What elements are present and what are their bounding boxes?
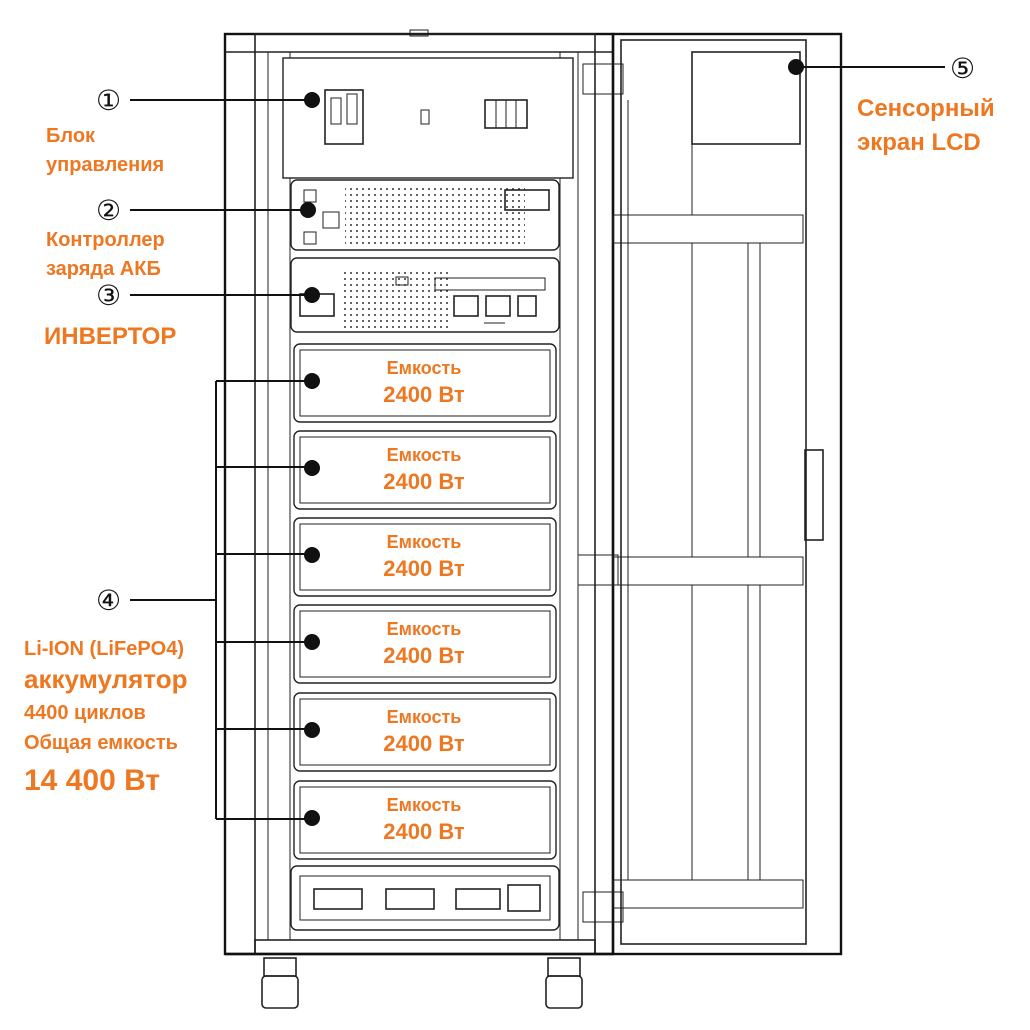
callout-4-number: ④ — [96, 584, 121, 617]
control-unit-label-line1: Блок — [46, 125, 96, 147]
battery-capacity-label: Емкость — [387, 619, 462, 639]
battery-label-line2: аккумулятор — [24, 664, 187, 694]
battery-capacity-label: Емкость — [387, 532, 462, 552]
battery-label-line1: Li-ION (LiFePO4) — [24, 638, 184, 660]
lcd-label-line1: Сенсорный — [857, 95, 995, 122]
terminal-unit — [290, 865, 560, 931]
battery-capacity-value: 2400 Вт — [383, 643, 465, 668]
inverter-label: ИНВЕРТОР — [44, 323, 176, 350]
battery-module: Емкость 2400 Вт — [293, 430, 557, 510]
battery-label-line5: 14 400 Вт — [24, 764, 160, 797]
casters — [261, 957, 583, 1009]
battery-capacity-label: Емкость — [387, 795, 462, 815]
battery-capacity-value: 2400 Вт — [383, 556, 465, 581]
battery-capacity-label: Емкость — [387, 358, 462, 378]
battery-module: Емкость 2400 Вт — [293, 780, 557, 860]
charge-controller-label-line1: Контроллер — [46, 229, 165, 251]
control-unit-label-line2: управления — [46, 154, 164, 176]
lcd-label-line2: экран LCD — [857, 129, 981, 156]
battery-capacity-label: Емкость — [387, 707, 462, 727]
battery-capacity-value: 2400 Вт — [383, 819, 465, 844]
battery-capacity-value: 2400 Вт — [383, 469, 465, 494]
charge-controller-label-line2: заряда АКБ — [46, 258, 161, 280]
leader-lines — [130, 59, 945, 820]
callout-3-number: ③ — [96, 279, 121, 312]
battery-capacity-value: 2400 Вт — [383, 731, 465, 756]
cabinet-frame — [223, 29, 615, 956]
callout-2-number: ② — [96, 194, 121, 227]
battery-capacity-value: 2400 Вт — [383, 382, 465, 407]
battery-modules: Емкость 2400 Вт Емкость 2400 Вт Емкость 2400 … — [293, 343, 557, 860]
control-unit — [282, 57, 574, 179]
battery-module: Емкость 2400 Вт — [293, 343, 557, 423]
battery-module: Емкость 2400 Вт — [293, 604, 557, 684]
battery-label-line3: 4400 циклов — [24, 702, 146, 724]
battery-module: Емкость 2400 Вт — [293, 692, 557, 772]
cabinet-door — [577, 32, 843, 956]
callout-5-number: ⑤ — [950, 52, 975, 85]
battery-capacity-label: Емкость — [387, 445, 462, 465]
charge-controller — [290, 179, 560, 251]
battery-module: Емкость 2400 Вт — [293, 517, 557, 597]
callout-1-number: ① — [96, 84, 121, 117]
inverter — [290, 257, 560, 333]
battery-label-line4: Общая емкость — [24, 732, 178, 754]
